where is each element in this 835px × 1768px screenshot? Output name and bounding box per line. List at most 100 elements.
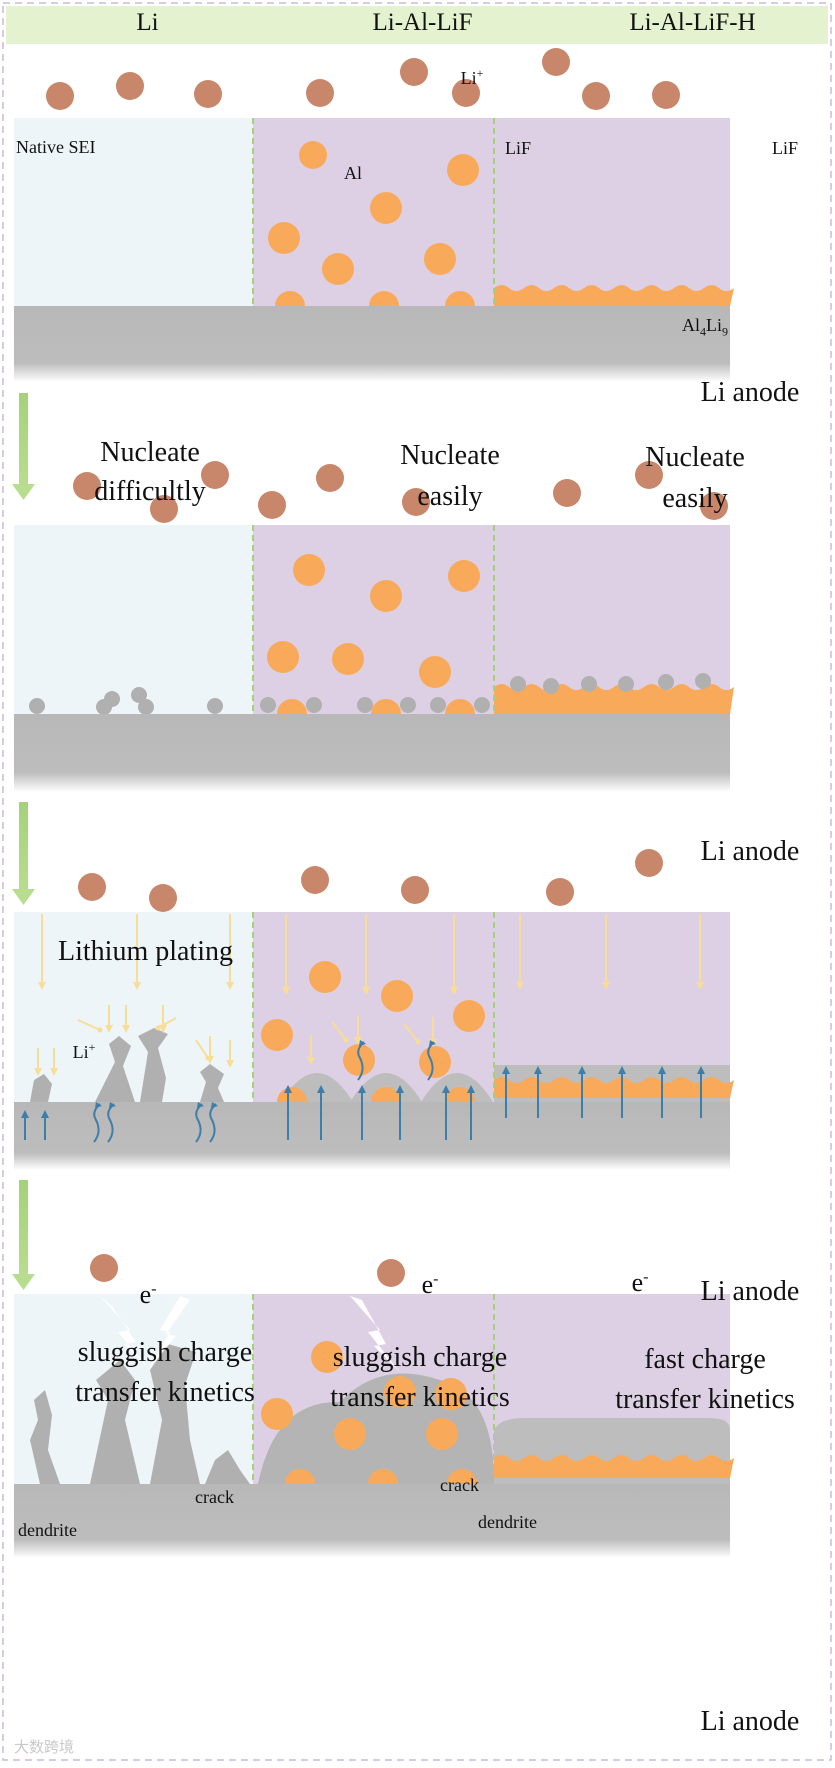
electron-arrow — [534, 1066, 542, 1074]
header-li-al-lif-h: Li-Al-LiF-H — [629, 9, 756, 36]
al-particle — [445, 291, 475, 306]
li-flux-arrow — [38, 982, 46, 990]
electron-path — [107, 1103, 115, 1143]
al-particle — [343, 1044, 375, 1076]
step-nucleate-al-1: Nucleate — [400, 440, 500, 471]
li-ion — [149, 884, 177, 912]
li-flux-arrow — [602, 982, 610, 990]
al-particle — [424, 243, 456, 275]
li-ion — [401, 876, 429, 904]
li-ion — [194, 80, 222, 108]
li-nucleus — [138, 699, 154, 715]
electron-path — [209, 1103, 217, 1143]
al-particle — [334, 1418, 366, 1450]
electron-label-3: e- — [631, 1268, 649, 1297]
li-nucleus — [207, 698, 223, 714]
li-flux-arrow — [50, 1068, 58, 1076]
li-ion — [700, 492, 728, 520]
li-ion — [46, 82, 74, 110]
dendrite-label-2: dendrite — [478, 1512, 537, 1532]
lif-label-2: LiF — [771, 138, 798, 158]
li-flux-arrow — [343, 1037, 349, 1043]
electron-path — [211, 1102, 218, 1108]
step-nucleate-li-1: Nucleate — [100, 437, 200, 468]
al-particle — [275, 291, 305, 306]
li-flux-arrow — [307, 1057, 315, 1065]
li-flux-arrow — [354, 1037, 362, 1045]
li-flux-arrow — [77, 1019, 101, 1031]
al-particle — [371, 699, 401, 714]
li-nucleus — [618, 676, 634, 692]
li-nucleus — [260, 697, 276, 713]
electron-arrow — [442, 1085, 450, 1093]
al-particle — [277, 1087, 307, 1102]
process-arrow — [12, 1274, 35, 1290]
li-flux-arrow — [195, 1039, 209, 1059]
li-ion — [652, 81, 680, 109]
process-arrow — [19, 802, 28, 891]
al-particle — [261, 1019, 293, 1051]
li-ion — [402, 488, 430, 516]
step-kinetics-h-1: fast charge — [644, 1344, 766, 1375]
step-nucleate-li-2: difficultly — [94, 476, 206, 507]
electron-arrow — [21, 1110, 29, 1118]
electron-path — [427, 1041, 435, 1081]
li-flux-arrow — [362, 987, 370, 995]
li-flux-arrow — [157, 1017, 177, 1029]
li-nucleus — [430, 697, 446, 713]
step-kinetics-li-1: sluggish charge — [77, 1337, 253, 1368]
al-particle — [322, 253, 354, 285]
li-ion — [73, 472, 101, 500]
sei-region — [14, 1294, 253, 1484]
watermark: 大数跨境 — [14, 1738, 75, 1756]
al4li9-layer — [494, 1077, 734, 1098]
electron-arrow — [618, 1066, 626, 1074]
al-particle — [419, 1046, 451, 1078]
lif-region — [253, 525, 494, 714]
al4li9-layer — [494, 285, 734, 306]
li-ion — [553, 479, 581, 507]
li-ion — [90, 1254, 118, 1282]
sei-region — [14, 118, 253, 306]
step-nucleate-h-2: easily — [662, 483, 728, 514]
al-particle — [267, 641, 299, 673]
process-arrow — [19, 1180, 28, 1276]
li-flux-arrow — [282, 987, 290, 995]
li-flux-arrow — [226, 1060, 234, 1068]
al-particle — [369, 291, 399, 306]
li-ion — [377, 1259, 405, 1287]
li-ion — [582, 82, 610, 110]
process-arrow — [19, 393, 28, 486]
electron-arrow — [467, 1085, 475, 1093]
electron-path — [95, 1102, 102, 1108]
al-particle — [293, 554, 325, 586]
li-ion — [301, 866, 329, 894]
al-particle — [268, 222, 300, 254]
li-ion — [150, 495, 178, 523]
li-dendrite — [150, 1344, 200, 1484]
electron-arrow — [284, 1085, 292, 1093]
lif-region — [494, 525, 730, 714]
electron-path — [195, 1103, 203, 1143]
al-particle — [261, 1398, 293, 1430]
process-arrow — [12, 484, 35, 500]
li-ion — [316, 464, 344, 492]
step-kinetics-al-1: sluggish charge — [332, 1342, 508, 1373]
li-ion — [542, 48, 570, 76]
electron-label-2: e- — [421, 1270, 439, 1299]
li-anode-label-2: Li anode — [700, 836, 800, 867]
li-deposit-mound — [258, 1373, 495, 1484]
al-particle — [448, 560, 480, 592]
li-nucleus — [581, 676, 597, 692]
header-li: Li — [136, 9, 159, 36]
al-particle — [370, 580, 402, 612]
li-flux-arrow — [450, 987, 458, 995]
li-dendrite — [200, 1064, 224, 1102]
electron-arrow — [396, 1085, 404, 1093]
electron-path — [109, 1102, 116, 1108]
li-flux-arrow — [696, 982, 704, 990]
li-nucleus — [510, 676, 526, 692]
crack-label-1: crack — [195, 1487, 234, 1507]
li-nucleus — [543, 678, 559, 694]
